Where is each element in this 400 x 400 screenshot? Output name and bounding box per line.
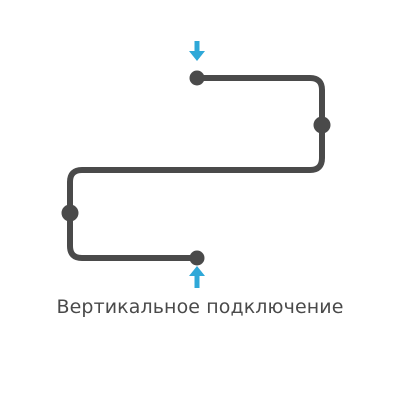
left-mount-point bbox=[61, 204, 79, 222]
top-connection-point bbox=[189, 70, 205, 86]
right-mount-point bbox=[313, 116, 331, 134]
arrow-down-icon bbox=[189, 41, 205, 61]
connection-type-caption: Вертикальное подключение bbox=[56, 296, 344, 318]
bottom-connection-point bbox=[189, 250, 205, 266]
arrow-up-icon bbox=[189, 266, 205, 288]
serpentine-pipe bbox=[67, 75, 325, 261]
